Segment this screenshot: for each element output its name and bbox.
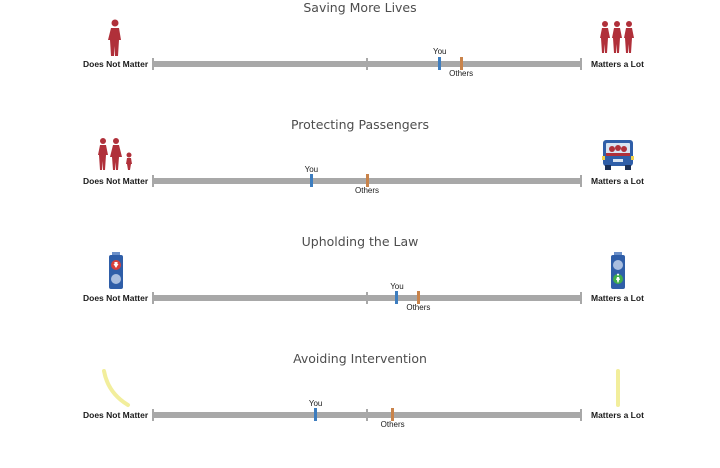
- does-not-matter-label: Does Not Matter: [83, 176, 149, 186]
- others-label: Others: [406, 303, 431, 312]
- you-marker: [395, 291, 399, 304]
- track-start-tick: [152, 58, 154, 70]
- track-middle-tick: [366, 58, 368, 70]
- matters-a-lot-label: Matters a Lot: [591, 410, 644, 420]
- others-marker: [391, 408, 395, 421]
- matters-a-lot-label: Matters a Lot: [591, 176, 644, 186]
- preference-row-saving-more-lives: Saving More Lives Does Not Matter Matter…: [0, 0, 720, 117]
- preference-row-protecting-passengers: Protecting Passengers Does Not Matter Ma…: [0, 117, 720, 234]
- track-start-tick: [152, 409, 154, 421]
- matters-a-lot-label: Matters a Lot: [591, 293, 644, 303]
- does-not-matter-label: Does Not Matter: [83, 293, 149, 303]
- passenger-car-icon: [602, 140, 634, 170]
- preference-row-upholding-the-law: Upholding the Law Does Not Matter Matter…: [0, 234, 720, 351]
- red-signal-icon: [109, 252, 123, 289]
- track-start-tick: [152, 292, 154, 304]
- others-label: Others: [354, 186, 380, 195]
- track-start-tick: [152, 175, 154, 187]
- does-not-matter-label: Does Not Matter: [83, 59, 149, 69]
- others-label: Others: [449, 69, 474, 78]
- matters-a-lot-label: Matters a Lot: [591, 59, 644, 69]
- you-label: You: [390, 282, 404, 291]
- single-pedestrian-icon: [108, 19, 121, 56]
- track-middle-tick: [366, 292, 368, 304]
- others-marker: [459, 57, 463, 70]
- others-marker: [365, 174, 369, 187]
- swerve-path-icon: [102, 369, 130, 407]
- track-end-tick: [580, 292, 582, 304]
- track-end-tick: [580, 58, 582, 70]
- does-not-matter-label: Does Not Matter: [83, 410, 149, 420]
- pedestrian-group-icon: [600, 21, 634, 53]
- family-pedestrians-icon: [98, 138, 132, 170]
- others-marker: [416, 291, 420, 304]
- track-middle-tick: [366, 409, 368, 421]
- others-label: Others: [380, 420, 405, 429]
- green-signal-icon: [611, 252, 625, 289]
- row-title: Upholding the Law: [301, 234, 419, 249]
- you-label: You: [304, 165, 319, 174]
- straight-path-icon: [616, 369, 620, 407]
- you-label: You: [308, 399, 323, 408]
- track-end-tick: [580, 409, 582, 421]
- you-label: You: [433, 47, 447, 56]
- you-marker: [309, 174, 313, 187]
- row-title: Avoiding Intervention: [293, 351, 427, 366]
- track-end-tick: [580, 175, 582, 187]
- preference-row-avoiding-intervention: Avoiding Intervention Does Not Matter Ma…: [0, 351, 720, 468]
- you-marker: [314, 408, 318, 421]
- you-marker: [438, 57, 442, 70]
- row-title: Saving More Lives: [303, 0, 417, 15]
- row-title: Protecting Passengers: [290, 117, 430, 132]
